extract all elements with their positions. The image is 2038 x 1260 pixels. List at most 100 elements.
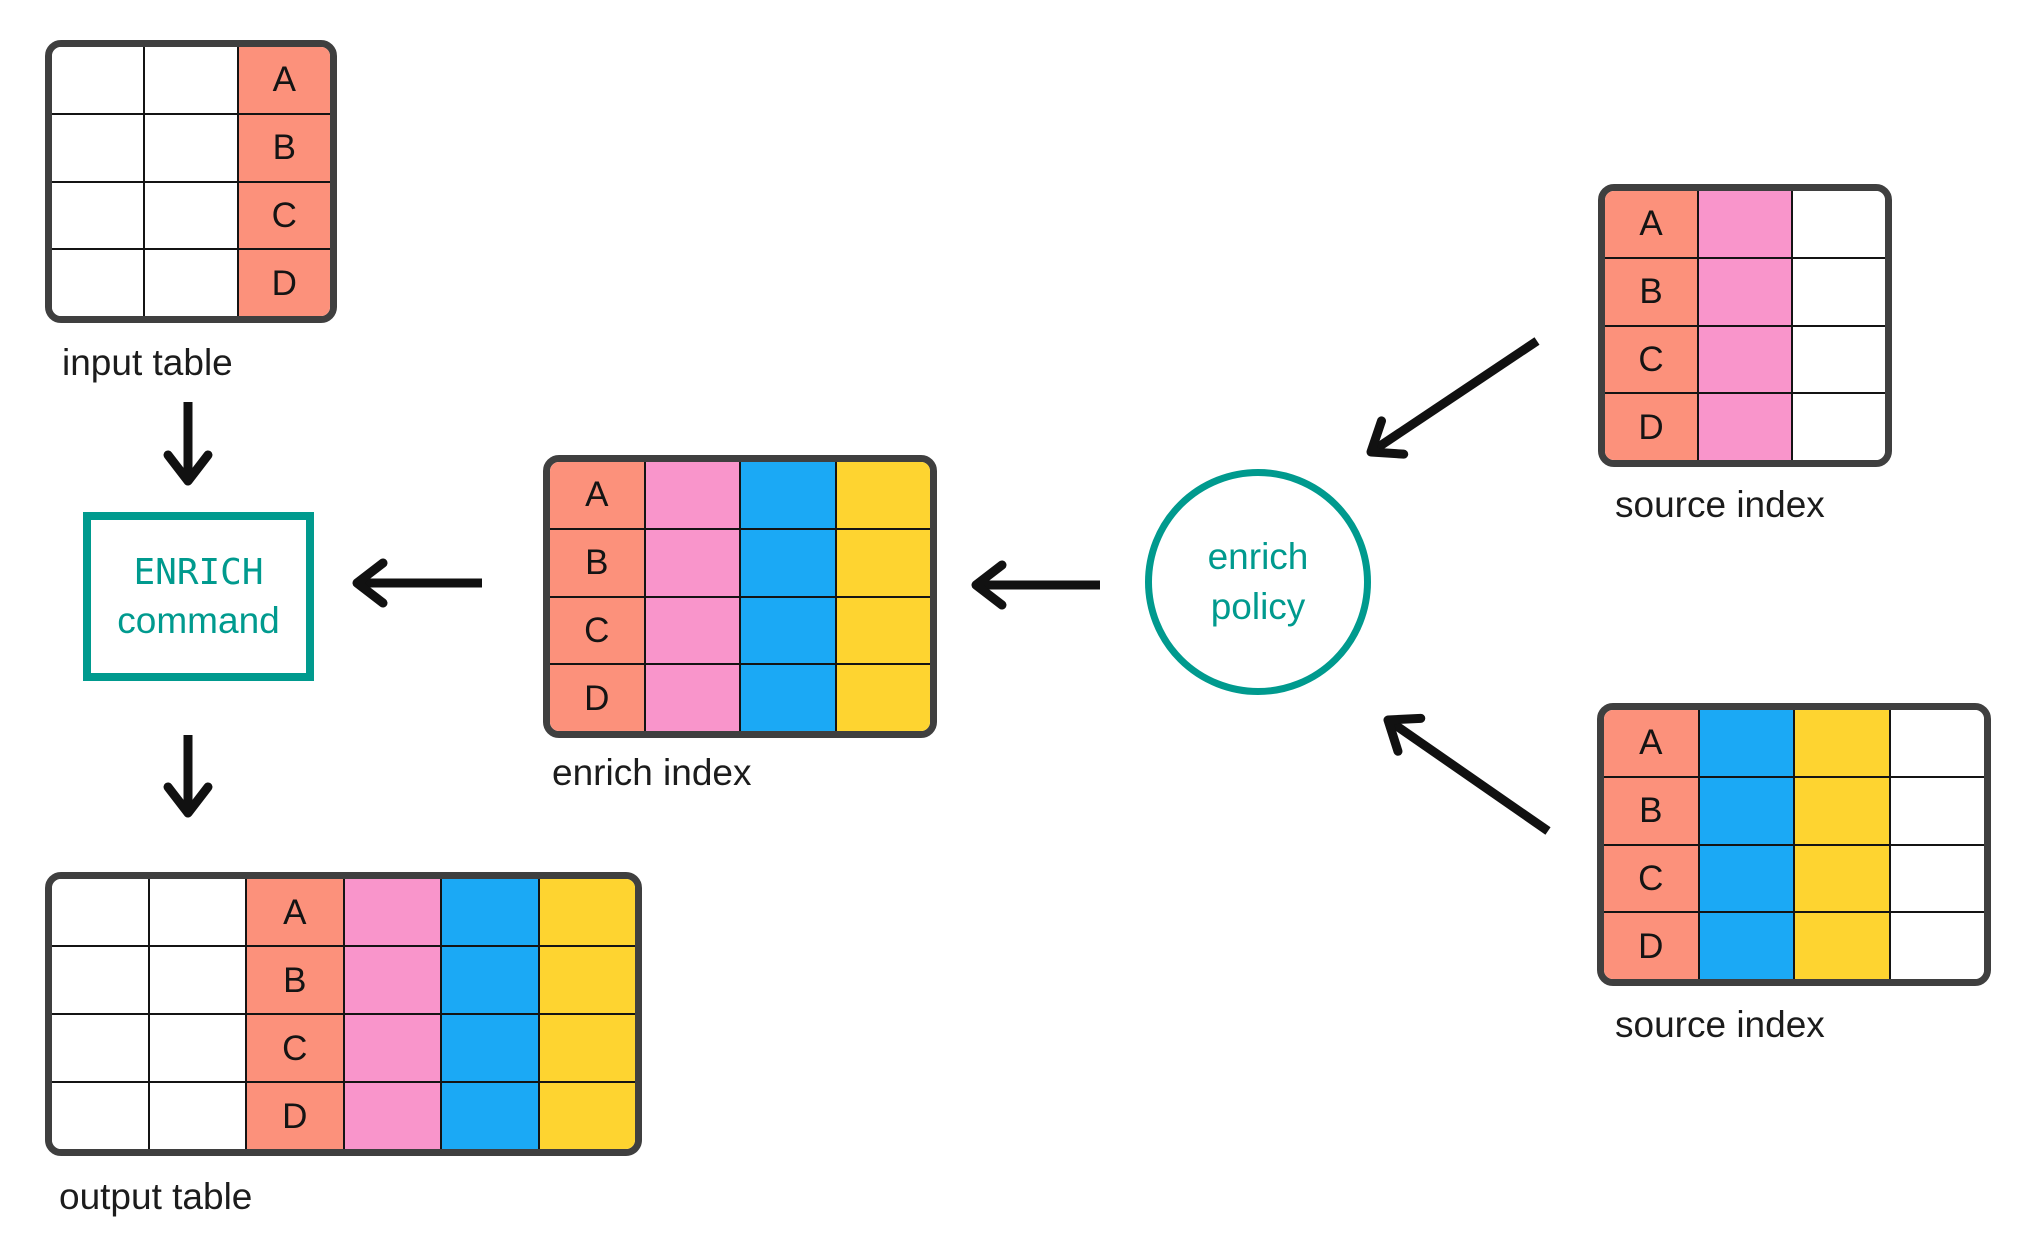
source-index-bottom-table: A B C D <box>1597 703 1991 986</box>
table-cell <box>1890 778 1984 846</box>
table-cell <box>1699 710 1793 778</box>
table-cell <box>1890 710 1984 778</box>
table-cell <box>1793 191 1885 259</box>
table-cell <box>52 1015 148 1083</box>
source-index-top-col-3 <box>1793 191 1885 460</box>
enrich-policy-word-1: enrich <box>1207 536 1309 577</box>
table-cell <box>1699 394 1791 460</box>
table-cell <box>539 879 635 947</box>
source-index-bottom-col-3 <box>1795 710 1891 979</box>
table-cell <box>145 250 236 316</box>
table-cell <box>539 1015 635 1083</box>
source-index-top-table: A B C D <box>1598 184 1892 467</box>
input-table: A B C D <box>45 40 337 323</box>
table-cell-key: D <box>584 678 610 718</box>
table-cell-key: A <box>1604 710 1698 778</box>
table-cell <box>145 183 237 251</box>
source-index-top-col-2 <box>1699 191 1793 460</box>
table-cell <box>1795 710 1889 778</box>
table-cell <box>52 947 148 1015</box>
table-cell <box>1699 191 1791 259</box>
table-cell <box>344 879 440 947</box>
table-cell-key: B <box>1605 259 1697 327</box>
table-cell-key: D <box>271 263 297 303</box>
output-table-label: output table <box>59 1176 253 1217</box>
table-cell-key: B <box>1604 778 1698 846</box>
table-cell-key: B <box>238 115 330 183</box>
table-cell <box>646 665 740 731</box>
table-cell <box>1795 913 1889 979</box>
input-table-col-1 <box>52 47 146 316</box>
table-cell <box>1699 259 1791 327</box>
source-index-bottom-col-2 <box>1699 710 1795 979</box>
table-cell <box>539 947 635 1015</box>
output-table-key-col: A B C D <box>247 879 345 1149</box>
table-cell-key: C <box>1604 846 1698 914</box>
enrich-policy-circle: enrich policy <box>1145 469 1371 695</box>
table-cell <box>442 1083 538 1149</box>
table-cell <box>645 530 739 598</box>
table-cell-key: A <box>1605 191 1697 259</box>
table-cell-key: B <box>247 947 343 1015</box>
table-cell-key: C <box>247 1015 343 1083</box>
table-cell <box>1795 846 1889 914</box>
table-cell <box>52 250 143 316</box>
table-cell <box>1699 778 1793 846</box>
table-cell <box>645 598 739 666</box>
table-cell <box>1793 259 1885 327</box>
table-cell <box>52 115 144 183</box>
table-cell <box>150 1083 246 1149</box>
table-cell <box>540 1083 636 1149</box>
arrow-source-index-top-to-enrich-policy <box>1366 337 1540 459</box>
table-cell-key: D <box>1638 407 1664 447</box>
table-cell <box>442 947 538 1015</box>
table-cell <box>836 598 930 666</box>
table-cell <box>836 530 930 598</box>
enrich-index-table: A B C D <box>543 455 937 738</box>
table-cell <box>1890 846 1984 914</box>
source-index-top-label: source index <box>1615 484 1825 525</box>
table-cell <box>741 530 835 598</box>
input-table-label: input table <box>62 342 233 383</box>
enrich-index-col-4 <box>836 462 930 731</box>
table-cell <box>149 879 245 947</box>
table-cell <box>741 462 835 530</box>
table-cell <box>442 1015 538 1083</box>
table-cell <box>1795 778 1889 846</box>
enrich-command-box: ENRICH command <box>83 512 314 681</box>
table-cell <box>344 947 440 1015</box>
table-cell <box>344 1015 440 1083</box>
table-cell <box>645 462 739 530</box>
table-cell <box>1700 913 1794 979</box>
table-cell <box>442 879 538 947</box>
enrich-index-label: enrich index <box>552 752 752 793</box>
output-table-col-2 <box>149 879 247 1149</box>
table-cell-key: A <box>247 879 343 947</box>
table-cell-key: B <box>550 530 644 598</box>
table-cell <box>149 1015 245 1083</box>
table-cell-key: A <box>550 462 644 530</box>
arrow-source-index-bottom-to-enrich-policy <box>1383 713 1551 835</box>
enrich-index-col-2 <box>645 462 741 731</box>
table-cell-key: C <box>550 598 644 666</box>
table-cell <box>1699 846 1793 914</box>
table-cell <box>1793 394 1885 460</box>
output-table: A B C D <box>45 872 642 1156</box>
source-index-top-key-col: A B C D <box>1605 191 1699 460</box>
table-cell-key: D <box>282 1096 308 1136</box>
input-table-key-col: A B C D <box>238 47 330 316</box>
enrich-command-word: command <box>117 599 280 641</box>
table-cell <box>52 1083 148 1149</box>
source-index-bottom-key-col: A B C D <box>1604 710 1700 979</box>
table-cell <box>149 947 245 1015</box>
table-cell <box>1793 327 1885 395</box>
output-table-col-1 <box>52 879 150 1149</box>
table-cell <box>345 1083 441 1149</box>
output-table-enriched-col-1 <box>344 879 442 1149</box>
table-cell <box>741 665 835 731</box>
table-cell <box>1699 327 1791 395</box>
enrich-index-key-col: A B C D <box>550 462 646 731</box>
table-cell <box>52 879 148 947</box>
table-cell <box>836 462 930 530</box>
